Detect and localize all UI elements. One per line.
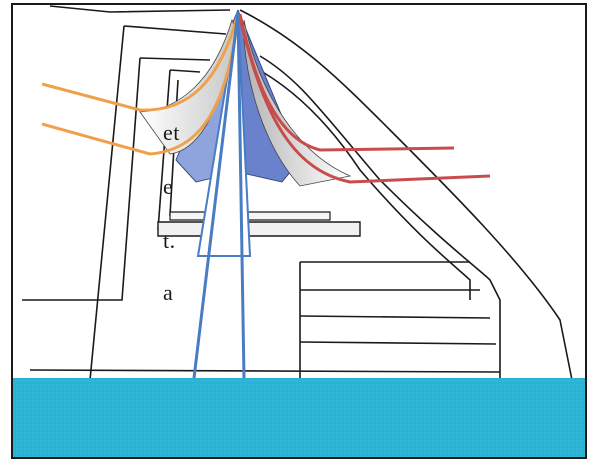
peeking-text-line-2: e [163,174,173,200]
peeking-text-line-4: a [163,280,173,306]
water-surface [13,378,585,457]
peeking-text-line-1: et [163,120,180,146]
base-plate [158,222,360,236]
top-plate [170,212,330,220]
peeking-text-line-3: t. [163,228,176,254]
